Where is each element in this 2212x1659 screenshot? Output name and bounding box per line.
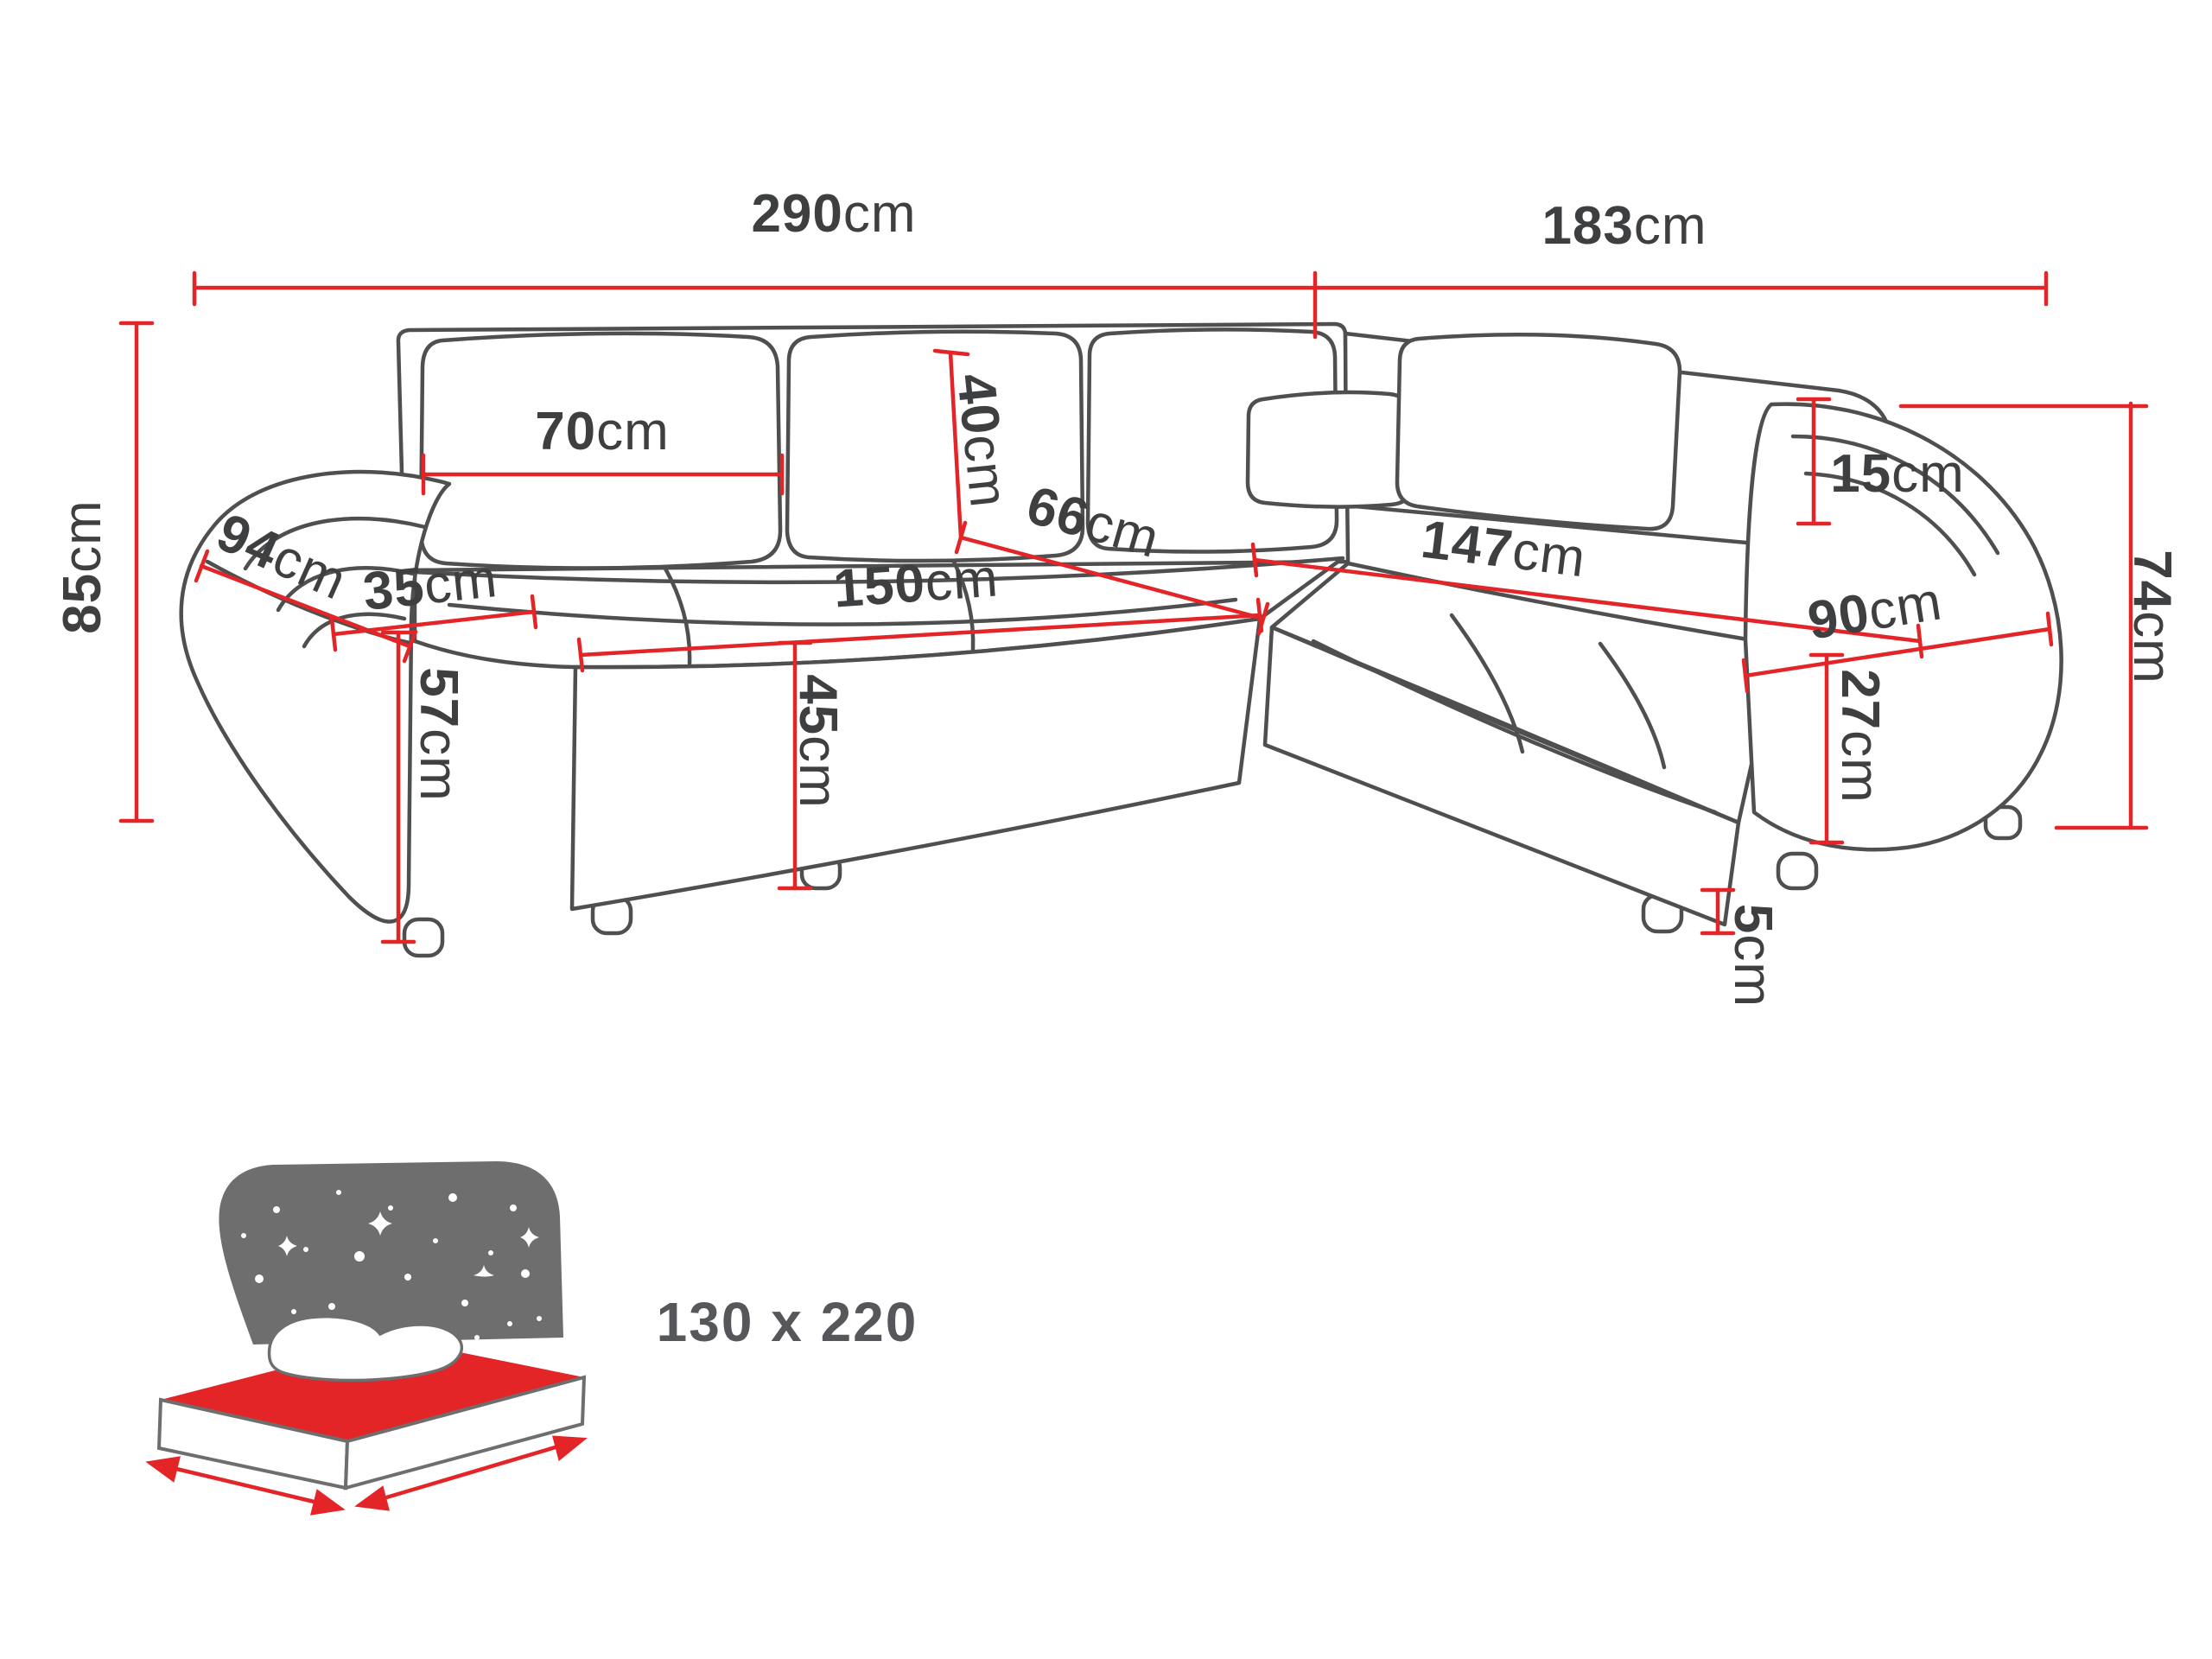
dim-label-seat-height: 45cm [788, 674, 848, 809]
dim-unit: cm [2122, 611, 2182, 684]
dim-value: 85 [53, 572, 112, 634]
dim-unit: cm [1830, 730, 1890, 804]
headboard [219, 1161, 563, 1344]
sofa-outline [179, 321, 2063, 958]
dim-value: 70 [535, 402, 597, 461]
sofa-legs [402, 804, 2023, 958]
dim-unit: cm [596, 402, 670, 461]
dim-unit: cm [421, 549, 500, 616]
dim-value: 57 [409, 667, 468, 729]
dim-unit: cm [1633, 196, 1707, 256]
mattress-side-right [343, 1375, 587, 1491]
pillow [267, 1314, 464, 1382]
dim-unit: cm [923, 548, 1001, 613]
dim-value: 90 [1803, 582, 1874, 652]
dim-value: 35 [359, 556, 428, 622]
dim-value: 27 [1830, 669, 1890, 731]
dim-label-side-height: 74cm [2122, 550, 2182, 684]
dim-value: 183 [1541, 196, 1634, 256]
dim-label-chaise-seat-height: 27cm [1830, 669, 1890, 804]
dim-label-seat-width: 150cm [831, 548, 1001, 620]
dim-value: 5 [1723, 903, 1783, 935]
dim-unit: cm [409, 728, 468, 802]
dim-label-back-cushion-height: 40cm [945, 370, 1019, 511]
stars [241, 1190, 542, 1341]
dim-unit: cm [53, 499, 112, 573]
bed-icon [145, 1161, 588, 1516]
dim-label-total-width: 290cm [751, 188, 916, 241]
back-cushion-2 [785, 329, 1085, 563]
back-cushion-right [1395, 332, 1682, 531]
dim-unit: cm [842, 184, 917, 244]
dim-label-leg-height: 5cm [1723, 904, 1783, 1007]
dim-unit: cm [1509, 520, 1590, 589]
dim-value: 290 [751, 184, 843, 244]
dim-label-back-cushion-width: 70cm [535, 405, 670, 459]
armrest-right [1743, 402, 2063, 852]
dim-unit: cm [1891, 444, 1965, 504]
sleeping-area-label: 130 x 220 [656, 1291, 918, 1353]
dim-value: 147 [1418, 509, 1517, 581]
dim-unit: cm [1723, 934, 1783, 1008]
dim-label-armrest-width: 35cm [359, 549, 500, 622]
back-cushion-1 [418, 331, 783, 570]
dim-value: 40 [945, 370, 1012, 438]
dim-value: 150 [831, 553, 928, 620]
dim-unit: cm [1864, 571, 1947, 642]
dim-label-total-depth: 183cm [1541, 200, 1707, 253]
size-arrows [145, 1435, 588, 1516]
dim-unit: cm [951, 431, 1019, 511]
dim-value: 45 [788, 674, 848, 736]
mattress-top [161, 1339, 584, 1441]
dim-label-armrest-height: 57cm [409, 667, 468, 802]
dim-value: 74 [2122, 550, 2182, 612]
seat-tufting [447, 559, 1718, 815]
dim-label-back-height: 85cm [53, 499, 112, 634]
chaise-front [1262, 625, 1741, 927]
dim-value: 15 [1830, 444, 1892, 504]
dim-label-backrest-thickness: 15cm [1830, 448, 1965, 501]
seat-long-front [569, 616, 1262, 912]
corner-cushion [1245, 390, 1414, 509]
dim-unit: cm [788, 735, 848, 809]
dimension-lines [118, 270, 2149, 944]
